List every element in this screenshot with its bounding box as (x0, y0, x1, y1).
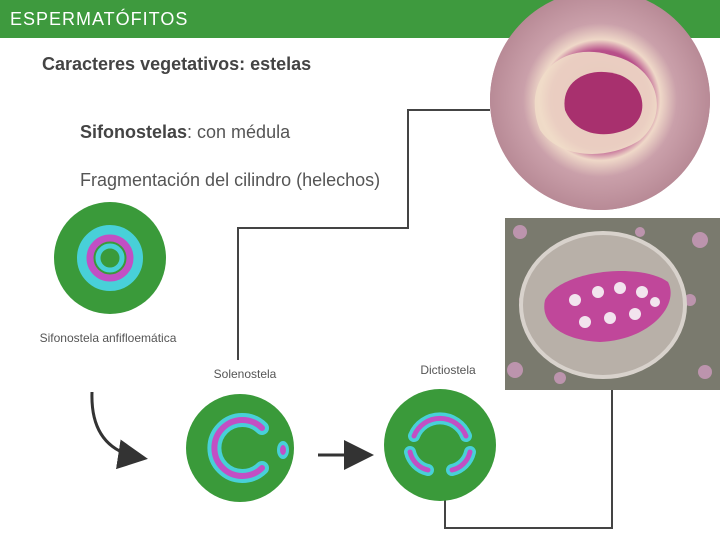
curved-arrow (92, 392, 142, 458)
solenostela-diagram (186, 394, 294, 502)
dictiostela-diagram (384, 389, 496, 501)
micrograph-dictiostela (505, 218, 720, 390)
micrograph-solenostela (490, 0, 710, 210)
sifonostela-diagram (54, 202, 166, 314)
